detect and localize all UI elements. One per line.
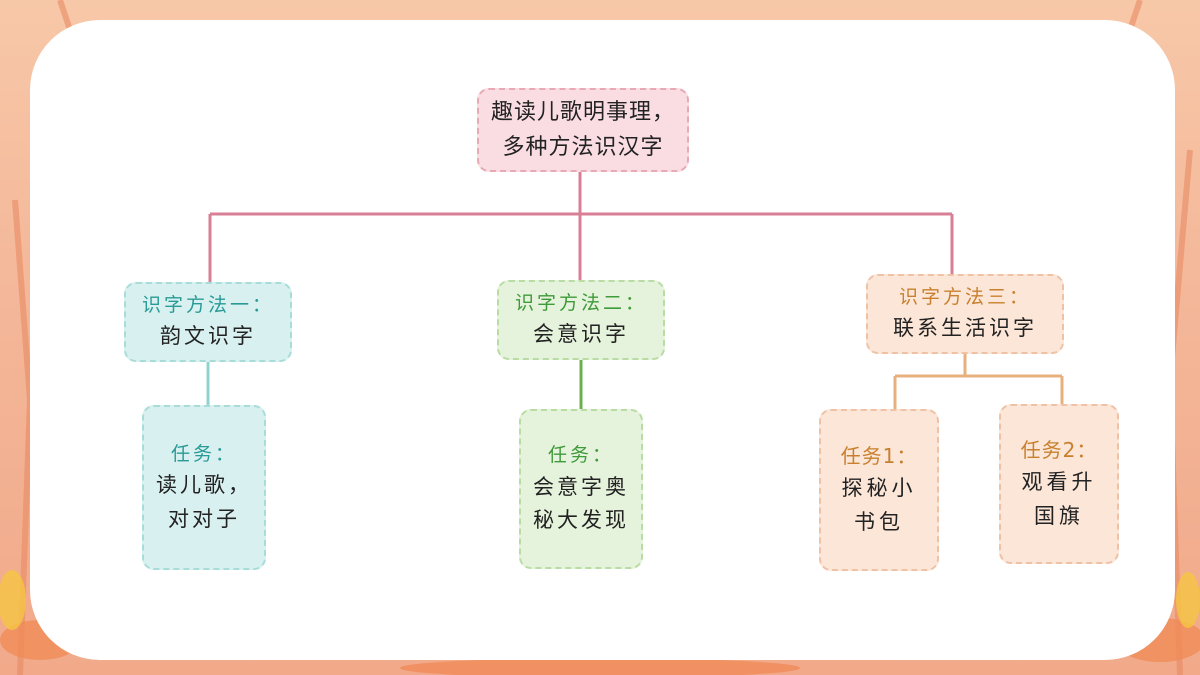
method-text: 韵文识字 bbox=[160, 324, 256, 349]
method3-connector bbox=[893, 354, 1064, 409]
method-label: 识字方法一： bbox=[141, 294, 274, 316]
method-label: 识字方法三： bbox=[898, 286, 1031, 308]
root-title-line1: 趣读儿歌明事理， bbox=[490, 99, 675, 125]
method-node-3: 识字方法三： 联系生活识字 bbox=[866, 274, 1064, 354]
root-title-line2: 多种方法识汉字 bbox=[502, 135, 664, 160]
task-node-1: 任务： 读儿歌， 对对子 bbox=[142, 405, 266, 570]
task-label: 任务： bbox=[547, 444, 614, 467]
task-label: 任务： bbox=[170, 442, 237, 465]
method-node-2: 识字方法二： 会意识字 bbox=[497, 280, 665, 360]
method-node-1: 识字方法一： 韵文识字 bbox=[124, 282, 292, 362]
task-line1: 读儿歌， bbox=[156, 473, 252, 498]
task-label: 任务1： bbox=[840, 444, 918, 469]
task-line1: 观看升 bbox=[1021, 470, 1097, 495]
root-connector bbox=[208, 172, 954, 282]
method-text: 会意识字 bbox=[533, 322, 629, 347]
task-node-2: 任务： 会意字奥 秘大发现 bbox=[519, 409, 643, 569]
task-node-3: 任务1： 探秘小 书包 bbox=[819, 409, 939, 571]
root-node: 趣读儿歌明事理， 多种方法识汉字 bbox=[477, 88, 689, 172]
task-line1: 探秘小 bbox=[841, 476, 917, 501]
method-text: 联系生活识字 bbox=[893, 316, 1037, 341]
task-node-4: 任务2： 观看升 国旗 bbox=[999, 404, 1119, 564]
task-line2: 秘大发现 bbox=[533, 508, 629, 533]
task-line2: 国旗 bbox=[1034, 504, 1084, 528]
task-line2: 书包 bbox=[854, 510, 904, 534]
task-line1: 会意字奥 bbox=[533, 474, 629, 499]
method-label: 识字方法二： bbox=[514, 292, 647, 314]
task-line2: 对对子 bbox=[168, 506, 240, 531]
task-label: 任务2： bbox=[1020, 438, 1098, 463]
